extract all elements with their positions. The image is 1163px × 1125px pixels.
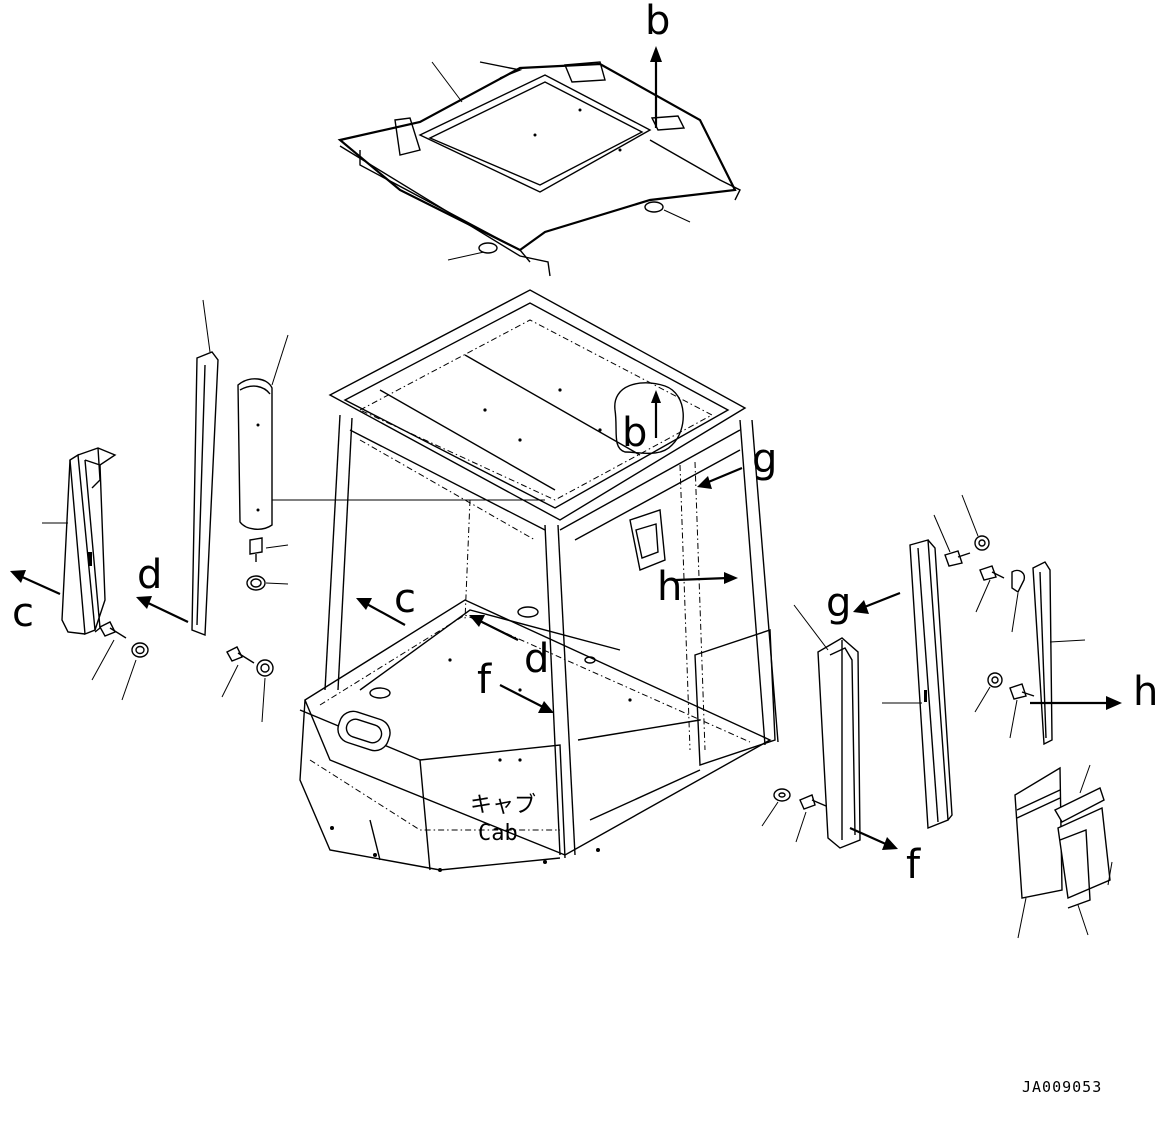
label-g-right: g [826,580,851,626]
left-bolt-washer-2 [221,646,274,723]
cab-plate-japanese: キャブ [470,793,536,818]
label-b-top: b [645,0,670,44]
right-bolt-washer-h [974,672,1035,739]
label-f-cab: f [477,657,492,703]
right-pillar-strip-h: h [1030,561,1158,746]
label-c-left: c [12,590,34,636]
label-h-cab: h [657,564,682,610]
cab-plate: キャブ Cab [470,793,536,846]
left-channel-cover [237,334,289,530]
right-bolt-clip [975,565,1026,633]
drawing-code: JA009053 [1022,1078,1102,1096]
label-h-right: h [1133,669,1158,715]
right-long-strip [882,539,953,830]
left-pillar-strip-d: d [136,299,219,637]
label-f-right: f [906,842,921,888]
left-pillar-cover-c: c [10,447,117,636]
roof-callout-b: b [614,382,684,456]
label-d-left: d [137,552,162,598]
cab-body [258,289,779,872]
right-bolt-washer-f [761,788,827,843]
cab-arrows: c d f g h [356,436,777,713]
left-bolt-washer-1 [91,621,149,701]
label-d-cab: d [524,636,549,682]
left-channel-bolt [246,537,289,591]
label-g-cab: g [752,436,777,482]
cab-plate-english: Cab [478,821,518,846]
label-b-roof: b [622,410,647,456]
right-bolt-washer-top [933,494,990,567]
right-pillar-cover-g: g f [793,580,921,888]
roof-frame [337,61,741,277]
label-c-cab: c [394,576,416,622]
decal-set [1014,764,1113,939]
arrow-b-top: b [645,0,670,128]
